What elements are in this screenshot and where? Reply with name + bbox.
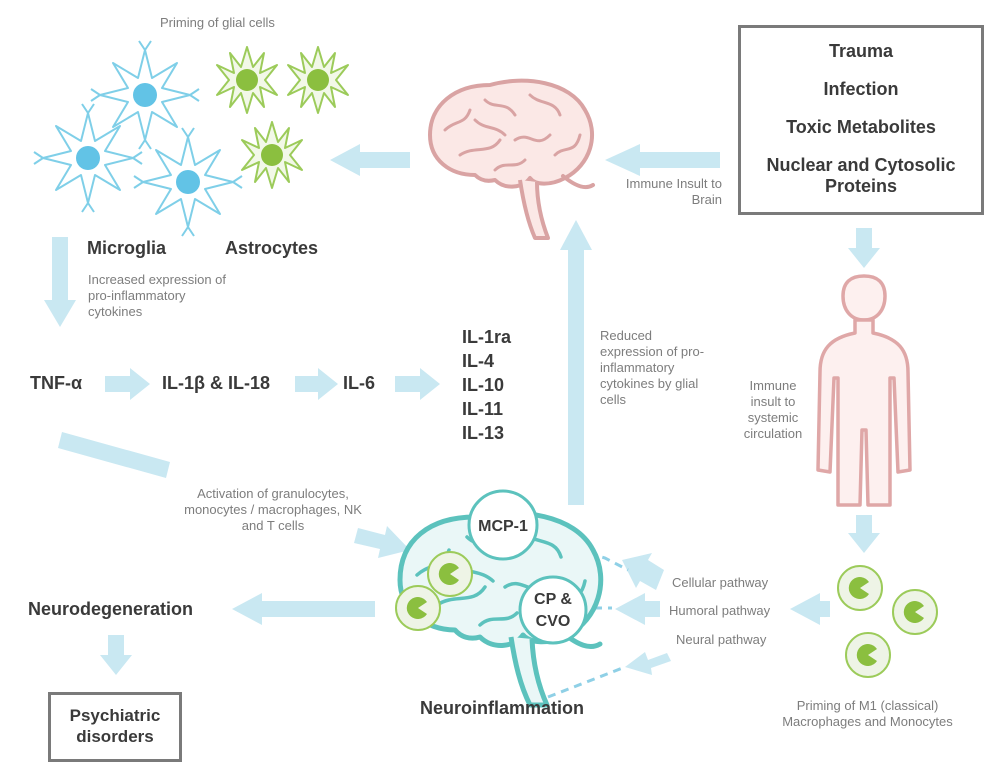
il11-label: IL-11 xyxy=(462,399,504,419)
arrow-neural-pathway xyxy=(625,652,671,675)
il1ra-label: IL-1ra xyxy=(462,327,512,347)
arrow-il1-to-il6 xyxy=(295,368,338,400)
neuroinflammation-label: Neuroinflammation xyxy=(420,698,585,718)
trigger-trauma: Trauma xyxy=(828,41,894,61)
arrow-tnf-to-il1 xyxy=(105,368,150,400)
astrocyte-cell-3 xyxy=(241,121,303,189)
triggers-box: Trauma Infection Toxic Metabolites Nucle… xyxy=(738,25,984,215)
trigger-toxic-metabolites: Toxic Metabolites xyxy=(786,117,936,137)
neural-pathway-label: Neural pathway xyxy=(676,632,767,647)
astrocytes-label: Astrocytes xyxy=(225,238,319,258)
cp-cvo-circle xyxy=(518,575,588,645)
arrow-cellular-pathway xyxy=(622,553,664,590)
il6-label: IL-6 xyxy=(343,373,376,393)
arrow-neuroinflammation-up xyxy=(560,220,592,505)
psychiatric-disorders-box: Psychiatric disorders xyxy=(48,692,182,762)
arrow-il6-to-anti xyxy=(395,368,440,400)
macrophage-cell-1 xyxy=(837,565,883,611)
il13-label: IL-13 xyxy=(462,423,505,443)
humoral-pathway-label: Humoral pathway xyxy=(669,603,771,618)
il1b-il18-label: IL-1β & IL-18 xyxy=(162,373,270,393)
immune-insult-brain-label: Immune Insult to Brain xyxy=(625,176,722,207)
astrocyte-cell-1 xyxy=(216,46,278,114)
dash-neural xyxy=(547,665,626,699)
anti-inflammatory-list: IL-1ra IL-4 IL-10 IL-11 IL-13 xyxy=(462,325,511,445)
arrow-macrophages-to-pathways xyxy=(790,593,830,625)
macrophage-cell-3 xyxy=(845,632,891,678)
tnf-alpha-label: TNF-α xyxy=(30,373,83,393)
immune-insult-systemic-label: Immune insult to systemic circulation xyxy=(743,378,803,441)
cellular-pathway-label: Cellular pathway xyxy=(672,575,769,590)
neurodegeneration-label: Neurodegeneration xyxy=(28,599,194,619)
arrow-triggers-to-body xyxy=(848,228,880,268)
cvo-label: CVO xyxy=(536,613,571,630)
arrow-tnf-diagonal xyxy=(58,432,170,478)
arrow-humoral-pathway xyxy=(615,593,660,625)
arrow-glia-down xyxy=(44,237,76,327)
cp-label: CP & xyxy=(534,591,572,608)
microglia-label: Microglia xyxy=(87,238,167,258)
dash-mcp1 xyxy=(534,536,629,572)
macrophage-cell-2 xyxy=(892,589,938,635)
trigger-nuclear-cytosolic: Nuclear and Cytosolic Proteins xyxy=(766,155,956,196)
arrow-brain-to-neurodegeneration xyxy=(232,593,375,625)
human-body-icon xyxy=(816,274,912,507)
priming-m1-label: Priming of M1 (classical) Macrophages an… xyxy=(782,698,953,729)
arrow-triggers-to-brain xyxy=(605,144,720,176)
activation-label: Activation of granulocytes, monocytes / … xyxy=(184,486,362,533)
reduced-expression-label: Reduced expression of pro-inflammatory c… xyxy=(600,328,705,407)
mcp1-label: MCP-1 xyxy=(478,518,528,535)
flow-arrows xyxy=(44,144,880,675)
arrow-activation-to-brain xyxy=(354,526,410,558)
psychiatric-label: Psychiatric xyxy=(69,706,161,725)
priming-glial-label: Priming of glial cells xyxy=(160,15,275,30)
disorders-label: disorders xyxy=(76,727,154,746)
il10-label: IL-10 xyxy=(462,375,505,395)
brain-icon xyxy=(428,78,595,240)
microglia-cell-3 xyxy=(133,127,243,237)
mcp1-circle xyxy=(467,489,539,561)
brain-macrophage-1 xyxy=(427,551,473,597)
trigger-infection: Infection xyxy=(823,79,899,99)
brain-macrophage-2 xyxy=(395,585,441,631)
astrocyte-cell-2 xyxy=(287,46,349,114)
il4-label: IL-4 xyxy=(462,351,495,371)
arrow-brain-to-glia xyxy=(330,144,410,176)
arrow-body-to-macrophages xyxy=(848,515,880,553)
increased-expression-label: Increased expression of pro-inflammatory… xyxy=(88,272,227,319)
arrow-neurodegeneration-down xyxy=(100,635,132,675)
